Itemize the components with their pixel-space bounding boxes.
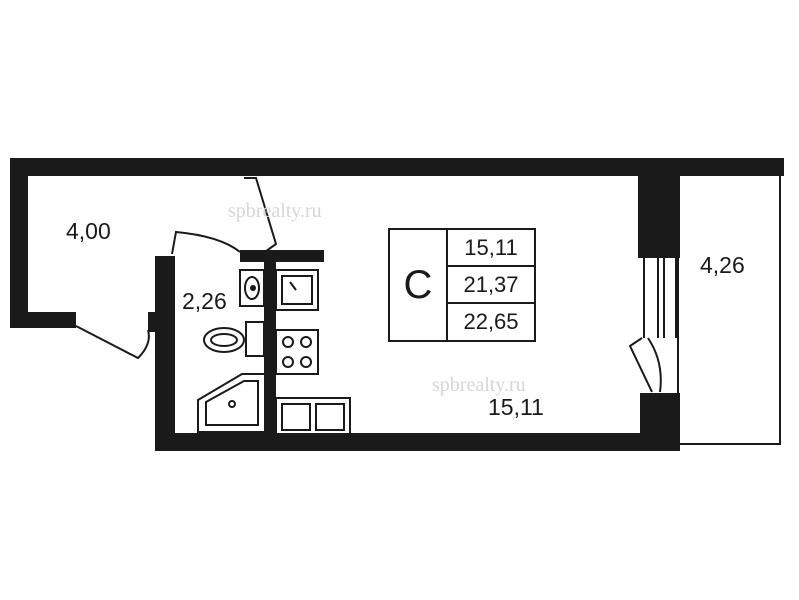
stove-icon xyxy=(275,329,319,375)
wall-bottom xyxy=(155,433,680,451)
balcony xyxy=(677,165,781,445)
watermark-top: spbrealty.ru xyxy=(228,200,322,222)
balcony-outline xyxy=(677,165,781,445)
legend-total-area: 21,37 xyxy=(448,267,534,304)
hall-area-label: 4,00 xyxy=(66,218,111,244)
wall-right-top xyxy=(638,158,680,258)
wall-bath-top xyxy=(240,250,324,262)
wall-left-bottom xyxy=(10,312,76,328)
watermark-bottom: spbrealty.ru xyxy=(432,374,526,396)
shower-tray-icon xyxy=(197,373,267,433)
balcony-window xyxy=(643,258,677,338)
living-area-label: 15,11 xyxy=(488,394,544,420)
legend-living-area: 15,11 xyxy=(448,230,534,267)
wall-right-bottom xyxy=(640,393,680,451)
door-swing-icon xyxy=(75,177,662,393)
kitchen-sink-icon xyxy=(275,269,319,311)
toilet-icon xyxy=(203,321,265,357)
bathroom-area-label: 2,26 xyxy=(182,288,227,314)
walls xyxy=(10,158,784,451)
area-legend: С 15,11 21,37 22,65 xyxy=(388,228,536,342)
kitchen-counter-icon xyxy=(275,397,351,435)
balcony-area-label: 4,26 xyxy=(700,252,745,278)
legend-total-with-balcony: 22,65 xyxy=(463,308,519,334)
wall-bath-left xyxy=(155,256,175,450)
wall-left xyxy=(10,158,28,328)
apartment-type: С xyxy=(390,230,448,340)
wall-top xyxy=(10,158,784,176)
sink-icon xyxy=(239,269,265,307)
